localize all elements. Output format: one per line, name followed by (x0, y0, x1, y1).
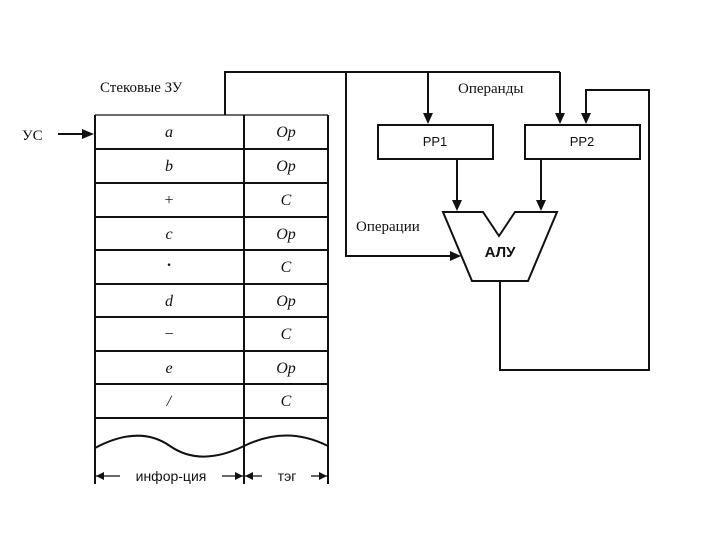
register-rr1 (377, 124, 494, 160)
rr2-label: РР2 (570, 134, 595, 149)
row-3-info: + (164, 192, 173, 209)
row-6-info: d (165, 293, 174, 310)
row-2-info: b (165, 158, 173, 175)
row-2-tag: Op (276, 158, 296, 175)
stack-rows: a Op b Op + C c Op · C d Op − C e Op / C (164, 124, 295, 410)
row-5-tag: C (281, 259, 292, 276)
row-4-info: c (165, 226, 172, 243)
row-3-tag: C (281, 192, 292, 209)
width-dimension: инфор-ция тэг (96, 468, 327, 484)
row-8-tag: Op (276, 360, 296, 377)
register-rr2 (524, 124, 641, 160)
row-8-info: e (165, 360, 172, 377)
arrowhead-icon (82, 129, 94, 139)
stack-title: Стековые ЗУ (100, 80, 183, 96)
row-4-tag: Op (276, 226, 296, 243)
row-5-info: · (165, 252, 172, 277)
bus-lines (224, 71, 650, 371)
row-9-info: / (166, 393, 173, 410)
alu-block (441, 211, 559, 282)
operands-label: Операнды (458, 81, 523, 97)
wavy-break-line (94, 434, 329, 458)
rr1-label: РР1 (423, 134, 448, 149)
operations-label: Операции (356, 219, 420, 235)
stack-pointer-label: УС (22, 128, 43, 144)
row-1-tag: Op (276, 124, 296, 141)
row-7-tag: C (281, 326, 292, 343)
stack-memory-table (94, 114, 329, 484)
row-1-info: a (165, 124, 173, 141)
row-6-tag: Op (276, 293, 296, 310)
tag-dim-label: тэг (278, 468, 297, 484)
info-dim-label: инфор-ция (136, 468, 207, 484)
row-9-tag: C (281, 393, 292, 410)
row-7-info: − (164, 326, 173, 343)
alu-label: АЛУ (485, 244, 517, 261)
